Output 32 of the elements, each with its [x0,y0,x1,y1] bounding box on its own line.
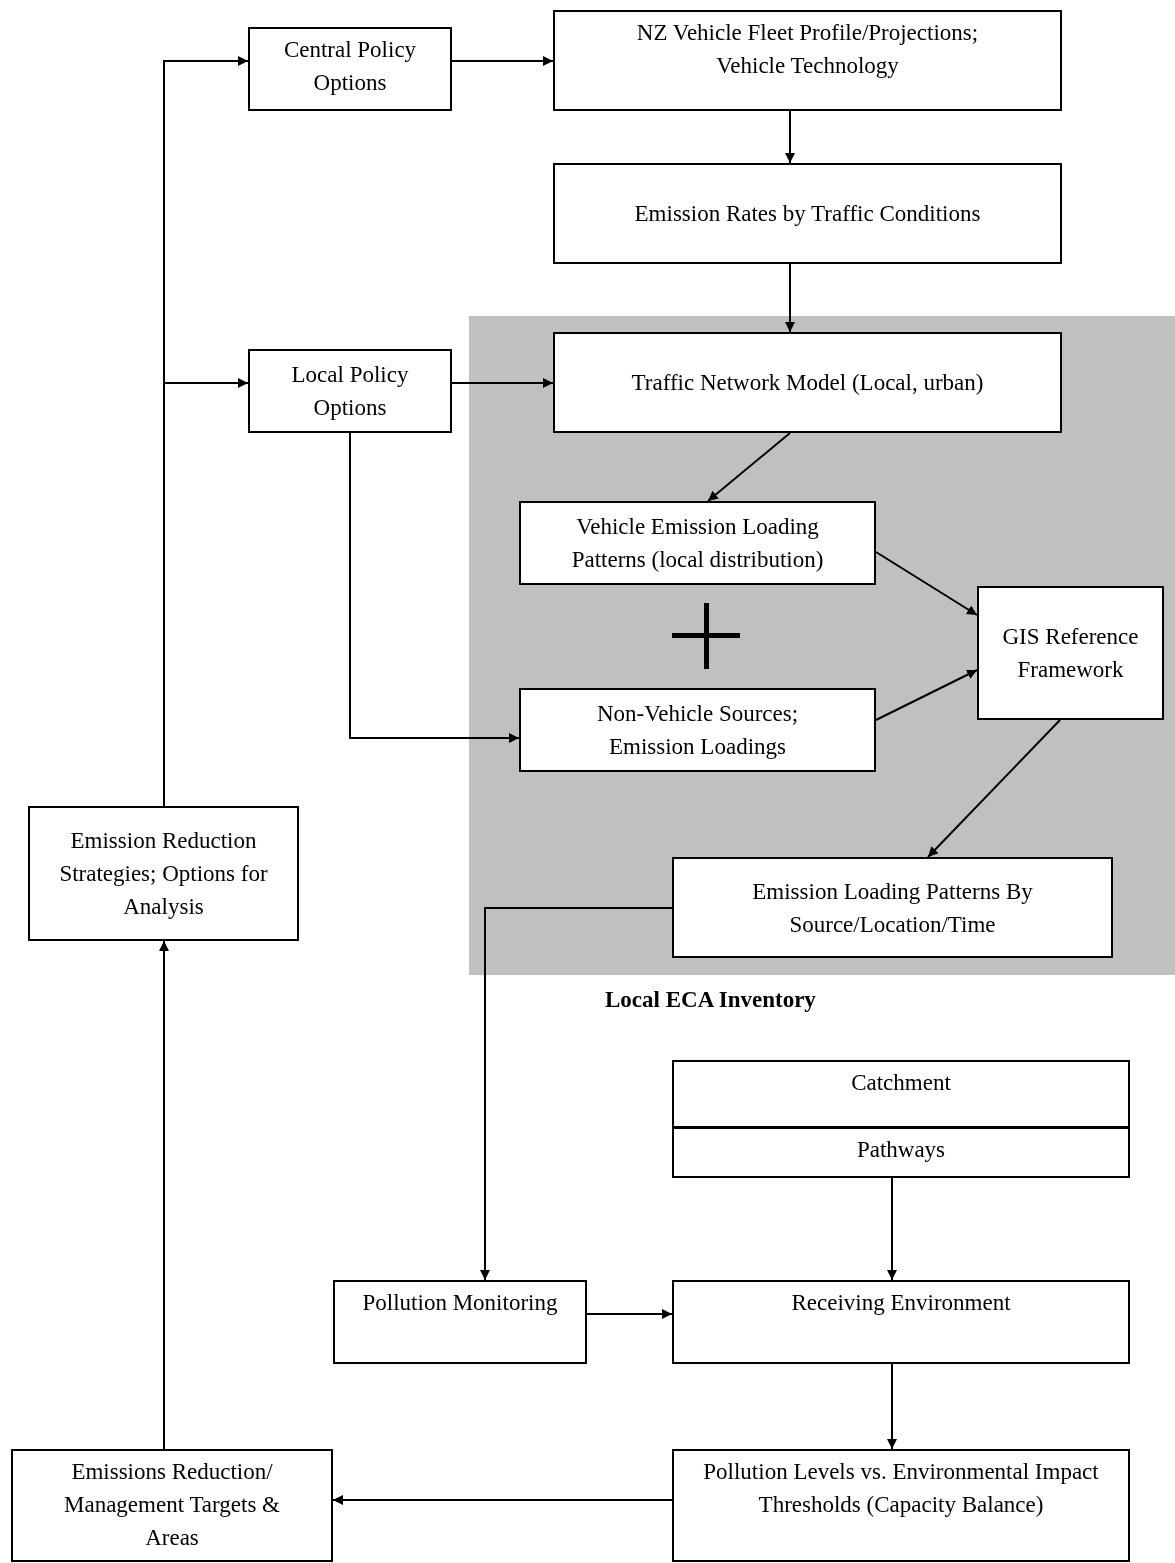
process-box: Emission Rates by Traffic Conditions [553,163,1062,264]
process-box: Emissions Reduction/ Management Targets & Areas [11,1449,333,1562]
band-title: Local ECA Inventory [605,986,816,1014]
arrow [887,1177,897,1281]
arrow [927,719,1061,858]
arrow [887,1363,897,1450]
process-box: Emission Loading Patterns By Source/Location/Time [672,857,1113,958]
arrow [451,56,554,66]
arrow [586,1309,673,1319]
process-box: Emission Reduction Strategies; Options for Analysis [28,806,299,941]
arrow [785,110,795,164]
process-box: Pollution Monitoring [333,1280,587,1364]
process-box: NZ Vehicle Fleet Profile/Projections; Vehicle Technology [553,10,1062,111]
arrow [349,432,520,743]
process-box: Catchment [672,1060,1130,1128]
process-box: Receiving Environment [672,1280,1130,1364]
arrow [785,263,795,333]
arrow [332,1495,673,1505]
arrow [875,551,978,616]
process-box: Pollution Levels vs. Environmental Impact Thresholds (Capacity Balance) [672,1449,1130,1562]
arrow [451,378,554,388]
arrow [707,432,791,502]
process-box: Central Policy Options [248,27,452,111]
process-box: Local Policy Options [248,349,452,433]
process-box: Vehicle Emission Loading Patterns (local distribution) [519,501,876,585]
arrow [875,669,978,721]
process-box: GIS Reference Framework [977,586,1164,720]
arrow [480,907,673,1281]
process-box: Non-Vehicle Sources; Emission Loadings [519,688,876,772]
arrow [159,940,169,1450]
process-box: Pathways [672,1127,1130,1178]
process-box: Traffic Network Model (Local, urban) [553,332,1062,433]
